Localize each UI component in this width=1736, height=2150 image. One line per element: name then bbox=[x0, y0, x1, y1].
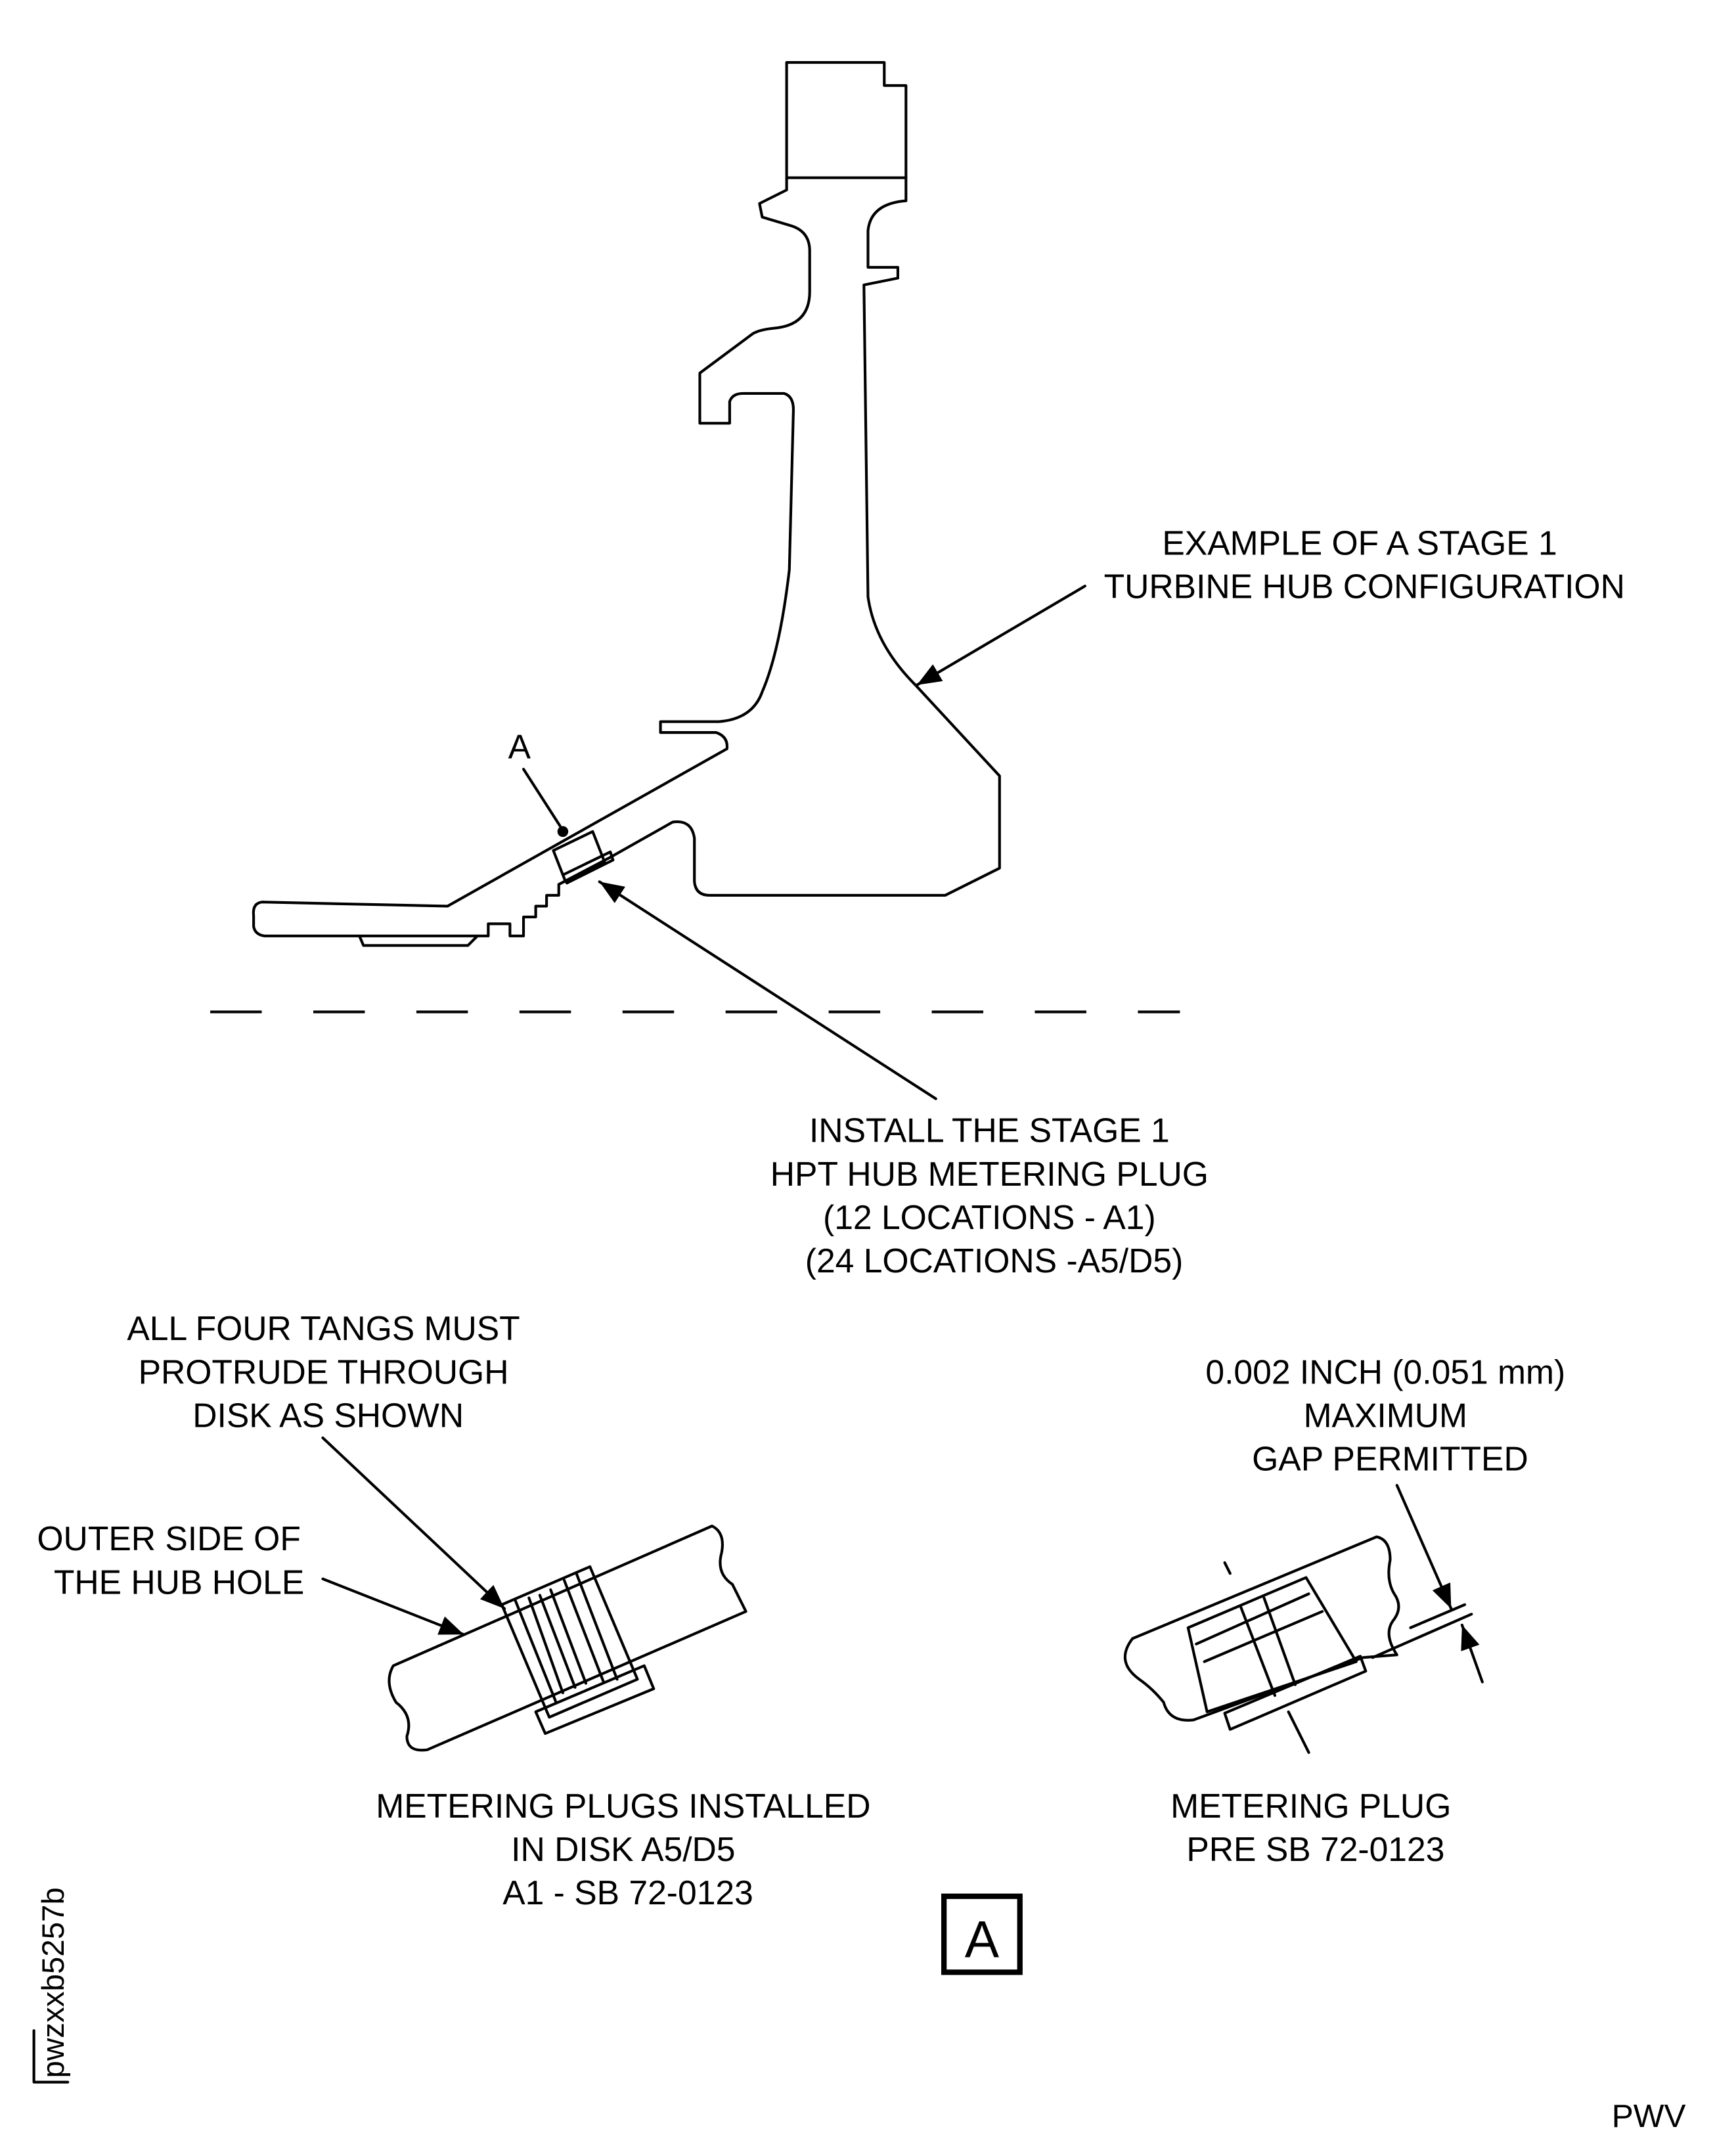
view-a-label: A bbox=[965, 1911, 1000, 1969]
installed-caption: METERING PLUGS INSTALLED IN DISK A5/D5 A… bbox=[376, 1787, 880, 1912]
pre-sb-plug-detail bbox=[1123, 1484, 1484, 1754]
pre-sb-caption: METERING PLUG PRE SB 72-0123 bbox=[1170, 1787, 1461, 1868]
installed-plug-detail bbox=[388, 1524, 747, 1752]
hub-cross-section bbox=[252, 61, 1001, 947]
gap-note: 0.002 INCH (0.051 mm) MAXIMUM GAP PERMIT… bbox=[1205, 1353, 1574, 1477]
figure-id: pwzxxb5257b bbox=[36, 1887, 71, 2078]
outer-side-label: OUTER SIDE OF THE HUB HOLE bbox=[37, 1519, 310, 1601]
install-instruction-label: INSTALL THE STAGE 1 HPT HUB METERING PLU… bbox=[770, 1111, 1218, 1280]
detail-a-marker: A bbox=[508, 727, 531, 765]
hub-example-label: EXAMPLE OF A STAGE 1 TURBINE HUB CONFIGU… bbox=[1104, 524, 1625, 606]
tangs-note: ALL FOUR TANGS MUST PROTRUDE THROUGH DIS… bbox=[127, 1309, 529, 1434]
metering-plug-location bbox=[552, 826, 615, 885]
publisher-mark: PWV bbox=[1612, 2097, 1686, 2134]
view-a-box bbox=[941, 1893, 1023, 1975]
